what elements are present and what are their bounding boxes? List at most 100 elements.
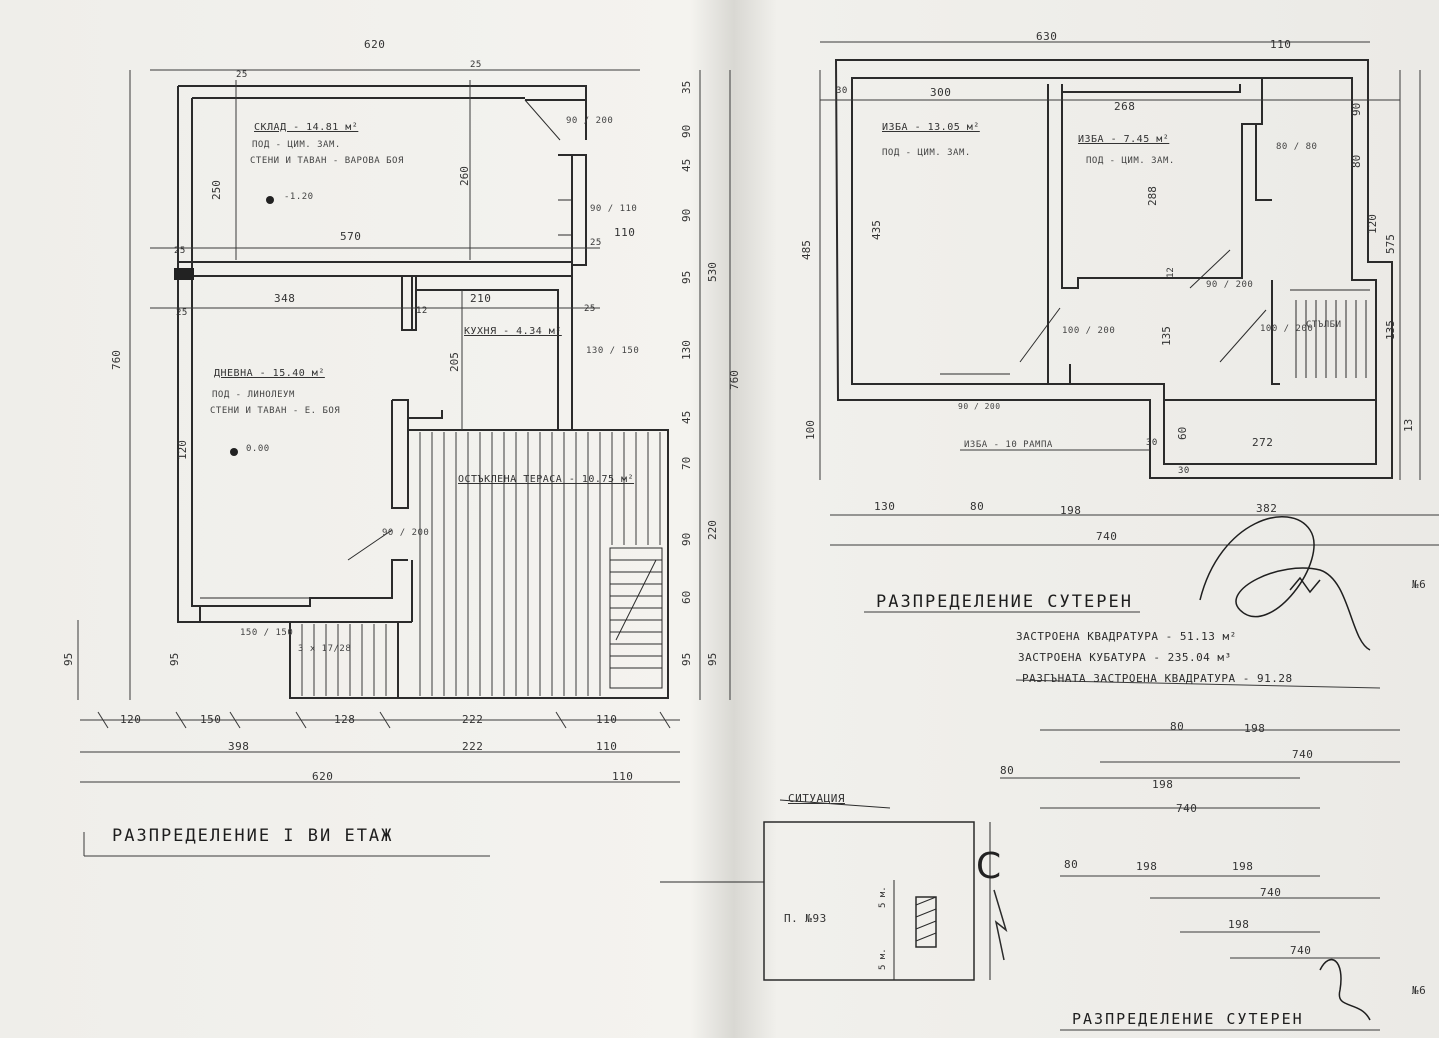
left-dim-25a: 25 <box>174 246 186 256</box>
left-dim-right-4: 110 <box>614 226 636 239</box>
area-built: ЗАСТРОЕНА КВАДРАТУРА - 51.13 м² <box>1016 630 1237 643</box>
left-dim-12: 12 <box>416 306 428 316</box>
left-stair-label: 3 х 17/28 <box>298 644 352 654</box>
right-stairs <box>1290 289 1370 378</box>
left-dim-left-0: 760 <box>110 350 123 370</box>
right-dim-268: 268 <box>1114 100 1136 113</box>
page-mark-1: №6 <box>1412 578 1427 591</box>
extra-dim-4: 198 <box>1152 778 1174 791</box>
extra-dim-0: 80 <box>1170 720 1185 733</box>
situation-box <box>660 799 1008 981</box>
right-dim-bottom2-0: 740 <box>1096 530 1118 543</box>
right-dim-overall: 630 <box>1036 30 1058 43</box>
left-dim-right-11: 95 <box>680 652 693 666</box>
right-dim-272: 272 <box>1252 436 1274 449</box>
left-dim-right-5: 95 <box>680 270 693 284</box>
left-dim-right-10: 60 <box>680 590 693 604</box>
room-izba1-floor: ПОД - ЦИМ. ЗАМ. <box>882 148 971 158</box>
right-dim-60: 60 <box>1176 426 1189 440</box>
left-dim-left-1: 95 <box>62 652 75 666</box>
left-dim-right-0: 35 <box>680 80 693 94</box>
room-sklad-walls: СТЕНИ И ТАВАН - ВАРОВА БОЯ <box>250 156 404 166</box>
left-mid-wall <box>178 261 573 277</box>
left-dim-bottom1-0: 120 <box>120 713 142 726</box>
right-dim-bottom1-0: 130 <box>874 500 896 513</box>
extra-dim-1: 198 <box>1244 722 1266 735</box>
left-dim-right-total-1: 220 <box>706 520 719 540</box>
room-izba1-name: ИЗБА - 13.05 м² <box>882 122 980 133</box>
left-dim-25c: 25 <box>590 238 602 248</box>
situation-title: СИТУАЦИЯ <box>788 792 845 805</box>
left-dim-left-2: 95 <box>168 652 181 666</box>
left-dim-260: 260 <box>458 166 471 186</box>
room-izba2-name: ИЗБА - 7.45 м² <box>1078 134 1170 145</box>
left-opening-4: 90 / 200 <box>382 528 430 538</box>
left-dim-570: 570 <box>340 230 362 243</box>
left-dim-25b: 25 <box>176 308 188 318</box>
signature <box>1199 516 1371 1021</box>
left-dim-right-total-0: 530 <box>706 262 719 282</box>
extra-dim-2: 740 <box>1292 748 1314 761</box>
right-dim-right-3: 575 <box>1384 234 1397 254</box>
room-dnevna-name: ДНЕВНА - 15.40 м² <box>214 368 325 379</box>
right-dim-435: 435 <box>870 220 883 240</box>
situation-dim-b: 5 м. <box>878 948 888 970</box>
left-dim-right-total-3: 95 <box>706 652 719 666</box>
right-dim-left-1: 100 <box>804 420 817 440</box>
room-dnevna-level: 0.00 <box>246 444 270 454</box>
right-opening-5: 90 / 200 <box>958 402 1001 411</box>
right-opening-3: 100 / 200 <box>1260 324 1314 334</box>
room-sklad-level: -1.20 <box>284 192 314 202</box>
left-dim-right-7: 45 <box>680 410 693 424</box>
left-dim-bottom1-3: 222 <box>462 713 484 726</box>
north-letter: С <box>976 846 1002 887</box>
right-dim-12: 12 <box>1166 267 1176 278</box>
right-dim-left-0: 485 <box>800 240 813 260</box>
right-dim-right-1: 80 <box>1350 154 1363 168</box>
left-dim-bottom3-0: 620 <box>312 770 334 783</box>
left-dim-205: 205 <box>448 352 461 372</box>
terrace-outline <box>397 429 669 699</box>
room-sklad-name: СКЛАД - 14.81 м² <box>254 122 359 133</box>
left-outer-wall-left <box>177 86 412 623</box>
right-dim-bottom1-2: 198 <box>1060 504 1082 517</box>
left-dim-bottom1-4: 110 <box>596 713 618 726</box>
room-stairs-note: СТЪЛБИ <box>1306 320 1342 330</box>
left-dim-top-a: 25 <box>236 70 248 80</box>
situation-plot-label: П. №93 <box>784 912 827 925</box>
situation-dim-a: 5 м. <box>878 886 888 908</box>
right-dim-288: 288 <box>1146 186 1159 206</box>
area-volume: ЗАСТРОЕНА КУБАТУРА - 235.04 м³ <box>1018 651 1232 664</box>
left-dim-bottom3-1: 110 <box>612 770 634 783</box>
left-dim-250: 250 <box>210 180 223 200</box>
right-dim-30c: 30 <box>1178 466 1190 476</box>
room-kuhnya-name: КУХНЯ - 4.34 м² <box>464 326 562 337</box>
right-dim-bottom1-3: 382 <box>1256 502 1278 515</box>
right-dim-135: 135 <box>1160 326 1173 346</box>
right-opening-4: 100 / 200 <box>1062 326 1116 336</box>
left-dim-bottom2-0: 398 <box>228 740 250 753</box>
left-dim-right-3: 90 <box>680 208 693 222</box>
left-dim-right-total-2: 760 <box>728 370 741 390</box>
left-dim-right-9: 90 <box>680 532 693 546</box>
right-dim-right-0: 90 <box>1350 102 1363 116</box>
extra-dim-5: 740 <box>1176 802 1198 815</box>
extra-dim-10: 198 <box>1228 918 1250 931</box>
left-dim-right-2: 45 <box>680 158 693 172</box>
left-dim-210: 210 <box>470 292 492 305</box>
left-dim-348: 348 <box>274 292 296 305</box>
extra-dim-11: 740 <box>1290 944 1312 957</box>
page-mark-2: №6 <box>1412 984 1427 997</box>
room-dnevna-floor: ПОД - ЛИНОЛЕУМ <box>212 390 295 400</box>
right-opening-1: 80 / 80 <box>1276 142 1318 152</box>
left-opening-3: 130 / 150 <box>586 346 640 356</box>
terrace-hatch <box>301 432 661 696</box>
left-dim-top-b: 25 <box>470 60 482 70</box>
room-izba2-floor: ПОД - ЦИМ. ЗАМ. <box>1086 156 1175 166</box>
room-dnevna-walls: СТЕНИ И ТАВАН - Е. БОЯ <box>210 406 341 416</box>
left-dim-right-6: 130 <box>680 340 693 360</box>
left-opening-2: 90 / 110 <box>590 204 638 214</box>
left-dim-25d: 25 <box>584 304 596 314</box>
left-dim-bottom1-1: 150 <box>200 713 222 726</box>
